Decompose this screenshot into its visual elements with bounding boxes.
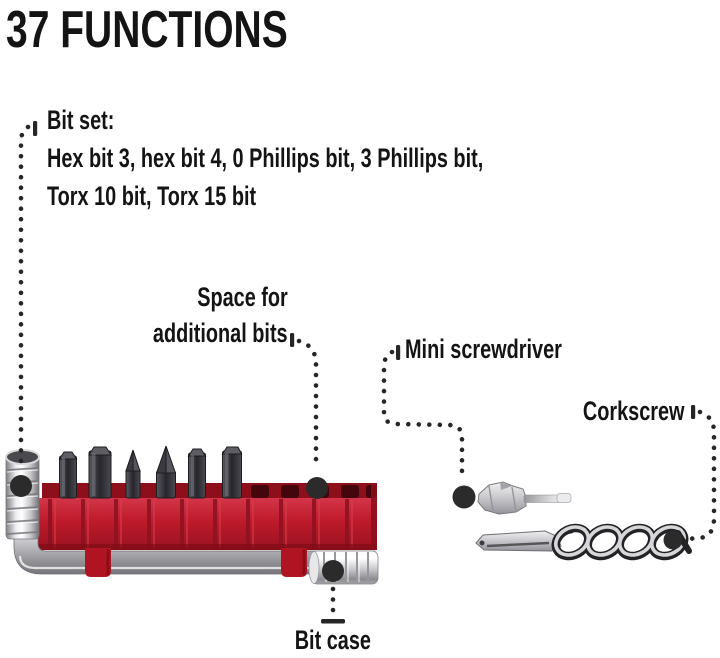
- case-rib-highlights: [54, 500, 353, 548]
- phillips-3-bit-icon: [155, 445, 177, 499]
- socket-head: [5, 449, 40, 540]
- corkscrew-tick: [691, 405, 696, 419]
- bit-set-leader-line: [18, 124, 31, 465]
- case-tab-right: [281, 548, 307, 577]
- mini-screwdriver-tip: [556, 493, 572, 503]
- mini-screwdriver-callout-dot: [452, 485, 476, 509]
- hex-bit-3-icon: [58, 451, 78, 499]
- case-tab-left: [85, 548, 111, 577]
- bit-set-tick: [33, 121, 38, 136]
- bit-case-cylinder: [308, 550, 379, 585]
- bit-set-detail-line1: Hex bit 3, hex bit 4, 0 Phillips bit, 3 …: [47, 143, 484, 173]
- bit-case-callout-dot: [322, 560, 344, 582]
- mini-screwdriver-illustration: [477, 481, 572, 515]
- bit-wrench-illustration: [5, 445, 379, 585]
- hex-bit-4-icon: [88, 446, 112, 499]
- corkscrew-illustration: [475, 523, 692, 561]
- case-bottom-shadow: [30, 544, 377, 550]
- corkscrew-leader-line: [684, 409, 717, 542]
- corkscrew-spiral: [551, 523, 692, 561]
- annotation-layer: [10, 121, 717, 624]
- space-callout-dot: [306, 477, 328, 499]
- page-title: 37 FUNCTIONS: [6, 1, 288, 59]
- bit-case-label: Bit case: [294, 625, 372, 655]
- bit-case-tick: [321, 619, 345, 624]
- bits-row: [58, 445, 243, 499]
- phillips-0-bit-icon: [125, 449, 141, 499]
- mini-screwdriver-shaft: [523, 494, 562, 503]
- mini-screwdriver-label: Mini screwdriver: [405, 334, 562, 364]
- case-right-edge: [371, 484, 377, 550]
- corkscrew-callout-dot: [663, 530, 683, 550]
- bit-set-detail-line2: Torx 10 bit, Torx 15 bit: [47, 181, 257, 211]
- bit-set-callout-dot: [10, 475, 32, 497]
- l-handle-highlight: [18, 555, 370, 570]
- space-leader-line: [296, 338, 319, 471]
- torx-10-bit-icon: [187, 448, 207, 499]
- case-rib-grooves: [48, 499, 349, 549]
- space-tick: [290, 333, 295, 347]
- space-for-bits-label: Space for additional bits: [0, 284, 288, 356]
- bit-set-label: Bit set: Hex bit 3, hex bit 4, 0 Phillip…: [47, 107, 629, 221]
- space-line1: Space for: [197, 282, 288, 312]
- corkscrew-lever: [475, 530, 562, 552]
- corkscrew-label: Corkscrew: [583, 396, 685, 426]
- mini-screwdriver-tick: [396, 345, 401, 360]
- space-line2: additional bits: [153, 318, 288, 348]
- torx-15-bit-icon: [221, 446, 243, 499]
- bit-set-heading: Bit set:: [47, 105, 115, 135]
- mini-screwdriver-leader-line: [381, 349, 465, 481]
